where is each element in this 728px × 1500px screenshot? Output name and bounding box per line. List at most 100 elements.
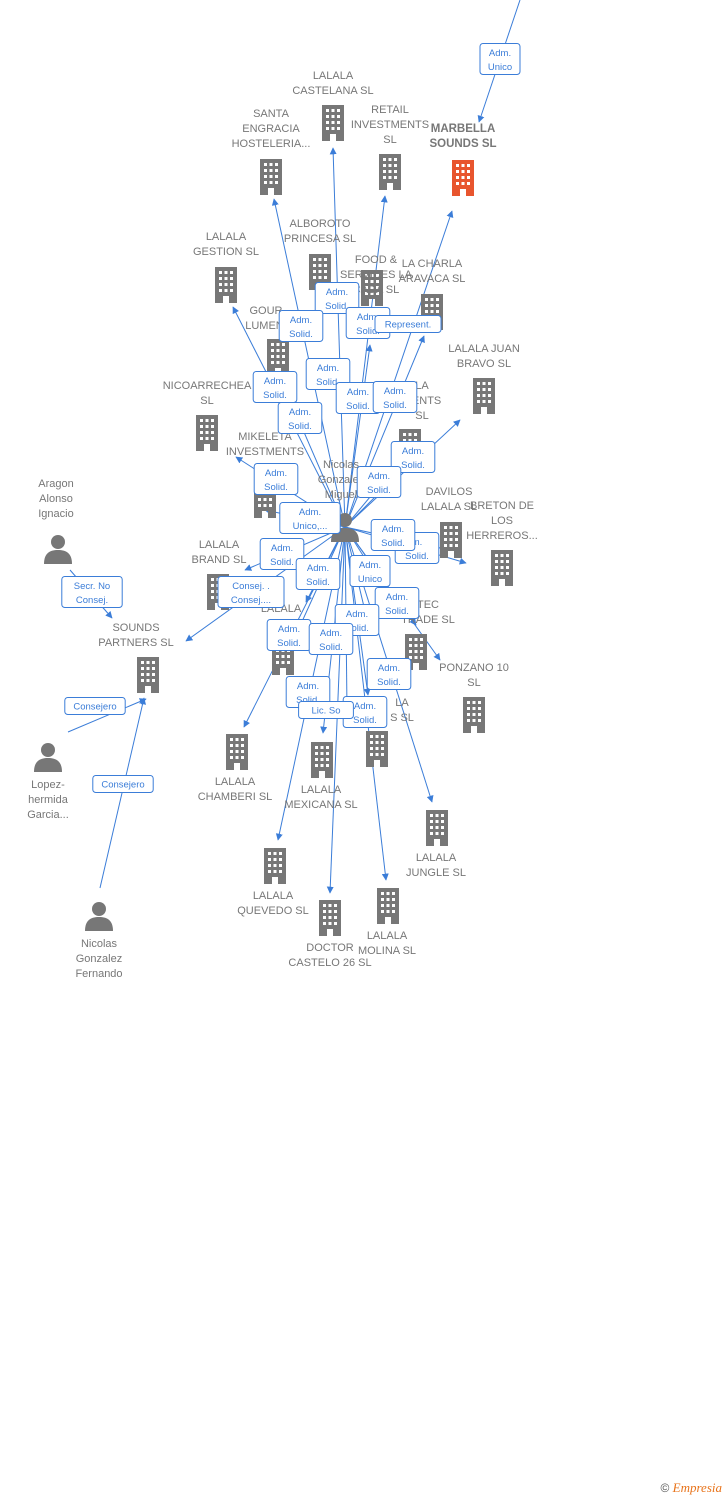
- edge-line: [344, 419, 461, 528]
- relation-label-text: Solid.: [289, 329, 313, 340]
- relation-label-e21[interactable]: Adm.Solid.: [266, 619, 312, 651]
- edge-labels-layer: Adm.UnicoAdm.Solid.Adm.Solid.Represent.A…: [61, 43, 521, 793]
- relation-label-e3[interactable]: Adm.Solid.: [278, 310, 324, 342]
- edge-line: [344, 344, 373, 528]
- relation-label-e11[interactable]: Adm.Solid.: [390, 441, 436, 473]
- node-label: LALALA: [253, 890, 294, 902]
- relation-label-e8[interactable]: Adm.Solid.: [277, 402, 323, 434]
- company-node-bretón[interactable]: BRETON DELOSHERREROS...: [466, 500, 538, 586]
- relation-label-text: Adm.: [357, 312, 379, 323]
- relation-label-e4[interactable]: Represent.: [374, 315, 442, 333]
- building-icon: [311, 742, 333, 778]
- company-node-gestion[interactable]: LALALA GESTION SL: [193, 231, 259, 303]
- building-icon: [322, 105, 344, 141]
- relation-label-e18[interactable]: Adm.Unico: [349, 555, 391, 587]
- relation-label-e13[interactable]: Adm.Unico,...: [279, 502, 341, 534]
- relation-label-e14[interactable]: Adm.Solid.: [370, 519, 416, 551]
- node-label: Gonzalez: [318, 474, 364, 486]
- relation-label-text: Consej. .: [232, 581, 270, 592]
- node-label: ENGRACIA: [242, 123, 300, 135]
- company-node-lasl[interactable]: LAS SL: [366, 697, 414, 767]
- relation-label-e9[interactable]: Adm.Solid.: [372, 381, 418, 413]
- footer-credit: © Empresia: [660, 1480, 722, 1496]
- relation-label-e10[interactable]: Adm.Solid.: [253, 463, 299, 495]
- relation-label-text: Adm.: [297, 681, 319, 692]
- node-label: GESTION SL: [193, 246, 259, 258]
- node-label: LALALA: [206, 231, 247, 243]
- building-icon: [440, 522, 462, 558]
- node-label: ARAVACA SL: [399, 273, 466, 285]
- relation-label-e6[interactable]: Adm.Solid.: [252, 371, 298, 403]
- node-label: QUEVEDO SL: [237, 905, 309, 917]
- relation-label-e1[interactable]: Adm.Solid.: [314, 282, 360, 314]
- node-label: Fernando: [75, 968, 122, 980]
- node-label: LOS: [491, 515, 513, 527]
- relation-label-box: [356, 466, 402, 498]
- relation-label-e23[interactable]: Adm.Solid.: [308, 623, 354, 655]
- node-label: Alonso: [39, 493, 73, 505]
- company-node-santa[interactable]: SANTAENGRACIAHOSTELERIA...: [232, 108, 311, 195]
- relation-label-e24[interactable]: Adm.Solid.: [366, 658, 412, 690]
- relation-label-e29[interactable]: Consejero: [64, 697, 126, 715]
- relation-label-box: [370, 519, 416, 551]
- person-node-lopez[interactable]: Lopez-hermidaGarcia...: [27, 743, 69, 821]
- relation-label-e16[interactable]: Adm.Solid.: [259, 538, 305, 570]
- relation-label-e7[interactable]: Adm.Solid.: [335, 382, 381, 414]
- building-icon: [473, 378, 495, 414]
- building-icon: [215, 267, 237, 303]
- building-icon: [491, 550, 513, 586]
- relation-label-text: Solid.: [377, 677, 401, 688]
- relation-label-box: [295, 558, 341, 590]
- relation-label-text: Adm.: [359, 560, 381, 571]
- node-label: RETAIL: [371, 104, 409, 116]
- node-label: BRAND SL: [191, 554, 246, 566]
- relation-label-e5[interactable]: Adm.Solid.: [305, 358, 351, 390]
- relation-label-text: Adm.: [347, 387, 369, 398]
- relation-label-e17[interactable]: Adm.Solid.: [295, 558, 341, 590]
- node-label: SL: [415, 410, 428, 422]
- node-label: SOUNDS SL: [429, 138, 496, 150]
- relation-label-text: Adm.: [384, 386, 406, 397]
- relation-label-e25[interactable]: Adm.Solid.: [285, 676, 331, 708]
- company-node-quevedo[interactable]: LALALA QUEVEDO SL: [237, 848, 309, 917]
- relation-label-text: Solid.: [385, 606, 409, 617]
- relation-label-e30[interactable]: Consejero: [92, 775, 154, 793]
- relation-label-e_marbella_top[interactable]: Adm.Unico: [479, 43, 521, 75]
- relation-label-e12[interactable]: Adm.Solid.: [356, 466, 402, 498]
- relation-label-text: Consejero: [73, 702, 116, 713]
- node-label: LA: [415, 380, 429, 392]
- relation-label-e20[interactable]: Adm.Solid.: [374, 587, 420, 619]
- relation-label-box: [279, 502, 341, 534]
- relation-label-e27[interactable]: Lic. So: [298, 701, 354, 719]
- building-icon: [452, 160, 474, 196]
- empresia-logo[interactable]: Empresia: [672, 1480, 722, 1495]
- relation-label-text: Solid.: [306, 577, 330, 588]
- relation-label-box: [374, 315, 442, 333]
- relation-label-box: [390, 441, 436, 473]
- node-label: PONZANO 10: [439, 662, 509, 674]
- relation-label-e19[interactable]: Consej. .Consej....: [217, 576, 285, 608]
